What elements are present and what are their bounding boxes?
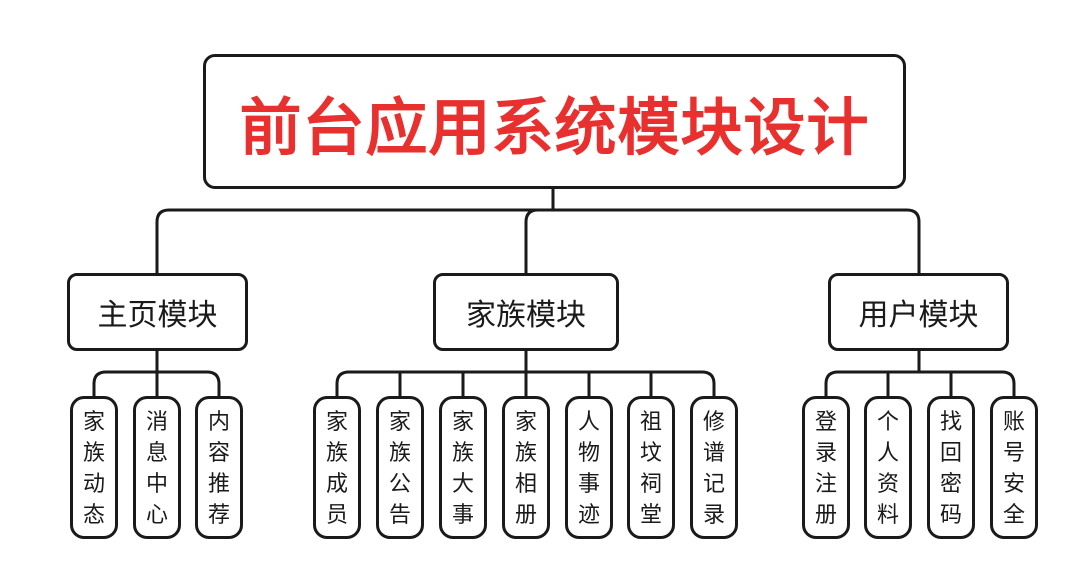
leaf-family-5-label: 人物事迹: [578, 409, 601, 528]
leaf-home-3-label: 内容推荐: [208, 409, 231, 528]
leaf-node: 家族动态: [70, 396, 118, 539]
leaf-node: 家族相册: [502, 396, 550, 539]
module-family: 家族模块: [433, 273, 619, 351]
connector-root-bar: [155, 208, 921, 275]
leaf-node: 家族成员: [313, 396, 361, 539]
leaf-node: 账号安全: [990, 396, 1038, 539]
leaf-user-2-label: 个人资料: [877, 409, 900, 528]
diagram-title: 前台应用系统模块设计: [239, 90, 870, 164]
leaf-node: 登录注册: [802, 396, 850, 539]
leaf-node: 祖坟祠堂: [627, 396, 675, 539]
leaf-node: 找回密码: [927, 396, 975, 539]
connector-root-to-family: [524, 208, 540, 275]
leaf-node: 消息中心: [133, 396, 181, 539]
leaf-family-3-label: 家族大事: [452, 409, 475, 528]
leaf-user-1-label: 登录注册: [815, 409, 838, 528]
leaf-node: 家族公告: [376, 396, 424, 539]
leaf-node: 修谱记录: [690, 396, 738, 539]
leaf-family-7-label: 修谱记录: [703, 409, 726, 528]
leaf-user-4-label: 账号安全: [1003, 409, 1026, 528]
leaf-family-4-label: 家族相册: [515, 409, 538, 528]
leaf-home-1-label: 家族动态: [83, 409, 106, 528]
module-user-label: 用户模块: [858, 298, 979, 333]
leaf-family-6-label: 祖坟祠堂: [640, 409, 663, 528]
module-user: 用户模块: [828, 273, 1009, 351]
leaf-node: 家族大事: [439, 396, 487, 539]
module-home-label: 主页模块: [97, 298, 218, 333]
leaf-node: 内容推荐: [195, 396, 243, 539]
leaf-user-3-label: 找回密码: [940, 409, 963, 528]
leaf-home-2-label: 消息中心: [146, 409, 169, 528]
module-family-label: 家族模块: [466, 298, 586, 333]
leaf-node: 人物事迹: [565, 396, 613, 539]
connector-user-bar: [824, 370, 1016, 398]
module-home: 主页模块: [67, 273, 248, 351]
leaf-family-2-label: 家族公告: [389, 409, 412, 528]
root-node: 前台应用系统模块设计: [203, 54, 906, 189]
leaf-node: 个人资料: [864, 396, 912, 539]
leaf-family-1-label: 家族成员: [326, 409, 349, 528]
